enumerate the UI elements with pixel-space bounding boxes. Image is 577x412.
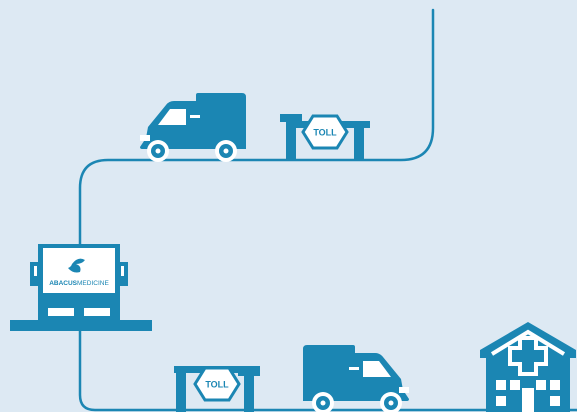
brand-bold: ABACUS [49, 280, 77, 287]
warehouse-sign: ABACUSMEDICINE [49, 280, 109, 287]
brand-light: MEDICINE [77, 280, 109, 287]
toll-label: TOLL [205, 380, 229, 390]
toll-label: TOLL [313, 128, 337, 138]
